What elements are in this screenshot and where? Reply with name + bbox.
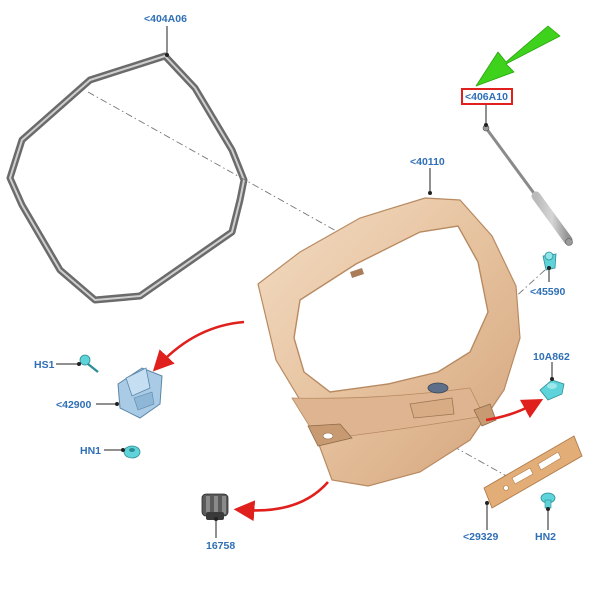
callout-leaders [56,26,554,538]
bumper-stop [539,379,565,401]
callout-latch: <42900 [56,399,91,411]
callout-nut: HN1 [80,445,101,457]
weatherstrip-seal [6,52,248,304]
pointer-arrow [475,25,561,87]
gas-strut [482,124,573,246]
reinforcement-plate [483,435,583,509]
callout-bumper: 10A862 [533,351,570,363]
callout-strut: <406A10 [465,91,508,103]
plate-nut [540,492,556,509]
latch-nut [123,445,141,459]
ball-stud [542,251,557,271]
callout-liftgate: <40110 [410,156,445,168]
callout-screw: HS1 [34,359,55,371]
red-arrows [152,320,544,522]
callout-plate: <29329 [463,531,498,543]
liftgate-panel [257,197,521,487]
strut-highlight-box [461,88,513,105]
release-switch [201,493,229,520]
latch-screw [79,354,99,373]
callout-plate-nut: HN2 [535,531,556,543]
callout-ball-stud: <45590 [530,286,565,298]
callout-weatherstrip: <404A06 [144,13,187,25]
callout-switch: 16758 [206,540,235,552]
latch-assembly [117,367,163,419]
